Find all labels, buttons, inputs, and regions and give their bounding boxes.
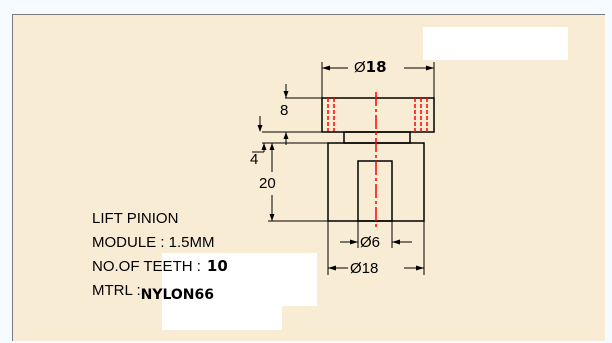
note-teeth-label: NO.OF TEETH : (92, 258, 201, 275)
note-part-name: LIFT PINION (92, 210, 179, 227)
dim-base-diameter: Ø18 (350, 260, 379, 277)
gear-body (321, 97, 435, 222)
blank-patch-notes-lower (162, 304, 282, 330)
note-material-value: NYLON66 (140, 288, 215, 302)
dimension-lines (252, 62, 435, 275)
note-teeth: NO.OF TEETH : 10 (92, 257, 228, 275)
blank-patch-notes (162, 253, 317, 306)
dim-bore-diameter: Ø6 (360, 234, 381, 251)
dim-height-lower: 4 (250, 151, 259, 168)
blank-patch-top-right (423, 27, 568, 60)
dim-top-diameter: Ø18 (354, 58, 387, 76)
dim-top-diameter-value: 18 (365, 58, 387, 76)
note-module: MODULE : 1.5MM (92, 234, 215, 251)
note-teeth-value: 10 (206, 257, 228, 275)
dim-height-upper: 8 (280, 102, 289, 119)
dim-height-shaft: 20 (259, 175, 276, 192)
diameter-symbol: Ø (354, 59, 366, 76)
note-material: MTRL :NYLON66 (92, 282, 237, 302)
note-material-label: MTRL : (92, 282, 141, 299)
centerlines (327, 92, 428, 228)
